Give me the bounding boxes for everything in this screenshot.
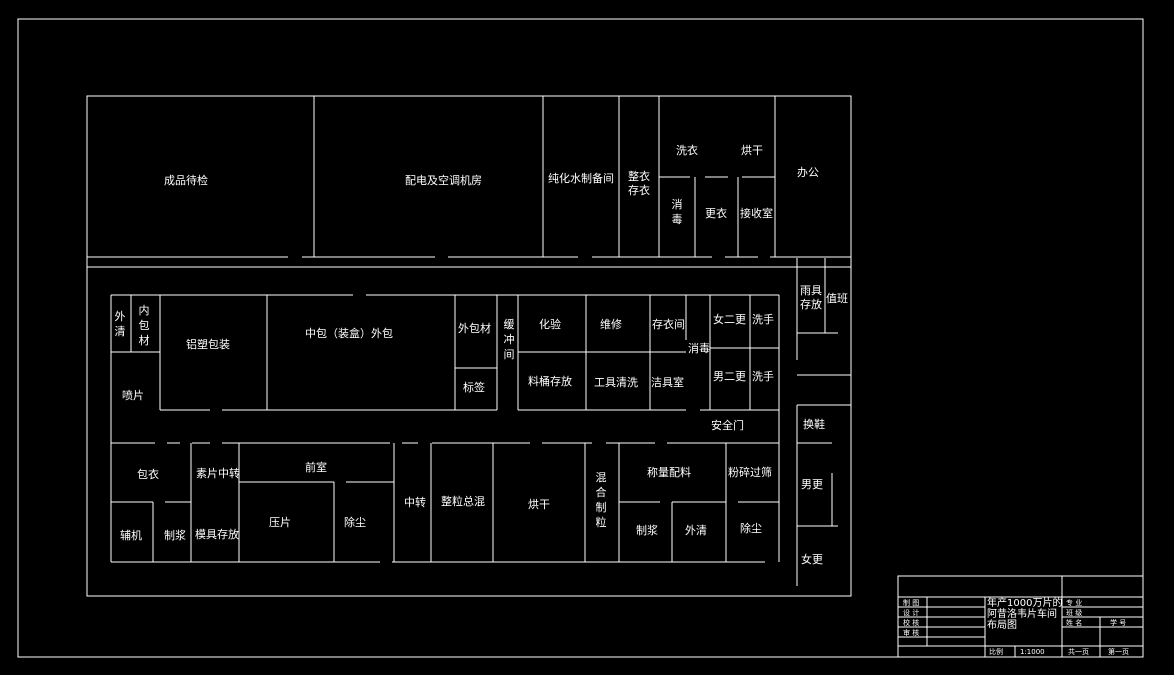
room-male-change2: 男二更 — [713, 370, 746, 383]
room-wash-hands-m: 洗手 — [752, 370, 774, 383]
room-receiving: 接收室 — [740, 207, 773, 220]
room-alu-plastic: 铝塑包装 — [186, 338, 230, 351]
room-auxiliary: 辅机 — [120, 529, 142, 542]
room-slurry-prep2: 制浆 — [636, 524, 658, 537]
room-inner-pack: 内包材 — [138, 304, 150, 347]
tb-name: 姓 名 — [1066, 619, 1083, 627]
tb-checked-by: 校 核 — [903, 619, 920, 627]
room-raw-tablet-transfer: 素片中转 — [196, 467, 240, 480]
room-weigh-mix: 称量配料 — [647, 466, 691, 479]
room-mix-granulate: 混合制粒 — [595, 471, 607, 529]
room-dust-removal: 除尘 — [344, 516, 366, 529]
tb-reviewed-by: 审 核 — [903, 629, 920, 637]
room-change-clothes: 更衣 — [705, 207, 727, 220]
room-power-ac: 配电及空调机房 — [405, 174, 482, 187]
tb-class: 班 级 — [1066, 609, 1083, 617]
room-coating: 喷片 — [122, 389, 144, 402]
room-male-change: 男更 — [801, 478, 823, 491]
room-buffer: 缓冲间 — [503, 318, 515, 361]
room-drying: 烘干 — [741, 144, 763, 157]
room-office: 办公 — [797, 166, 819, 179]
tb-scale-value: 1:1000 — [1020, 648, 1045, 656]
room-mold-store: 模具存放 — [195, 528, 239, 541]
room-clean-tools: 洁具室 — [651, 376, 684, 389]
room-bucket-store: 料桶存放 — [528, 375, 572, 388]
tb-drawing-title: 年产1000万片的阿昔洛韦片车间布局图 — [987, 598, 1063, 631]
tb-major: 专 业 — [1066, 599, 1083, 607]
room-wash-hands-f: 洗手 — [752, 313, 774, 326]
room-label: 标签 — [463, 381, 485, 394]
room-outer-clean2: 外清 — [685, 524, 707, 537]
room-transfer: 中转 — [404, 496, 426, 509]
room-crush-sieve: 粉碎过筛 — [728, 466, 772, 479]
room-dress-store: 整衣存衣 — [628, 170, 650, 197]
room-female-change: 女更 — [801, 553, 823, 566]
room-repair: 维修 — [600, 318, 622, 331]
room-rain-gear: 雨具存放 — [800, 284, 822, 311]
tb-scale-label: 比例 — [989, 648, 1003, 656]
tb-page-no: 第一页 — [1108, 648, 1129, 656]
tb-total-pages: 共一页 — [1068, 648, 1089, 656]
room-tool-wash: 工具清洗 — [594, 376, 638, 389]
tb-student-id: 学 号 — [1110, 619, 1127, 627]
room-outer-pack-material: 外包材 — [458, 322, 491, 335]
room-tablet-press: 压片 — [269, 516, 291, 529]
room-duty: 值班 — [826, 292, 848, 305]
tb-made-by: 制 图 — [903, 599, 920, 607]
room-front-room: 前室 — [305, 461, 327, 474]
room-female-change2: 女二更 — [713, 313, 746, 326]
room-outer-clean: 外清 — [114, 310, 126, 338]
room-pure-water: 纯化水制备间 — [548, 172, 614, 185]
room-laundry: 洗衣 — [676, 144, 698, 157]
room-shoe-change: 换鞋 — [803, 418, 825, 431]
tb-designed-by: 设 计 — [903, 609, 920, 617]
room-dryer: 烘干 — [528, 498, 550, 511]
room-lab-test: 化验 — [539, 318, 561, 331]
room-disinfect2: 消毒 — [688, 342, 710, 355]
room-slurry-prep: 制浆 — [164, 529, 186, 542]
room-locker: 存衣间 — [652, 318, 685, 331]
room-finished-storage: 成品待检 — [164, 174, 208, 187]
room-dust-removal2: 除尘 — [740, 522, 762, 535]
room-safety-door: 安全门 — [711, 419, 744, 432]
room-middle-outer-pack: 中包（装盒）外包 — [305, 327, 393, 340]
room-coating2: 包衣 — [137, 468, 159, 481]
room-granulate-mix: 整粒总混 — [441, 495, 485, 508]
room-disinfect: 消毒 — [671, 198, 683, 226]
